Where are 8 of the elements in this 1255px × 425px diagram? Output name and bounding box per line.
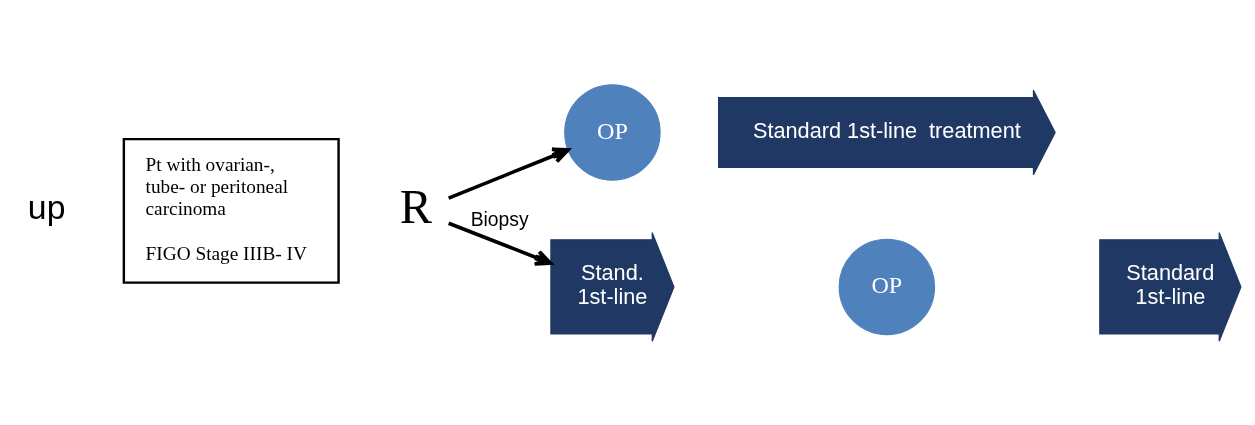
node-text: R: [399, 179, 432, 233]
node-box: Pt with ovarian-, tube- or peritoneal carcinoma FIGO Stage IIIB- IV: [122, 137, 340, 284]
arrow: [447, 221, 553, 266]
edge-label: Biopsy: [470, 208, 529, 230]
node-circle: OP: [564, 83, 661, 181]
label: up: [27, 187, 66, 226]
arrow: [447, 147, 570, 200]
node-circle: OP: [838, 238, 936, 335]
